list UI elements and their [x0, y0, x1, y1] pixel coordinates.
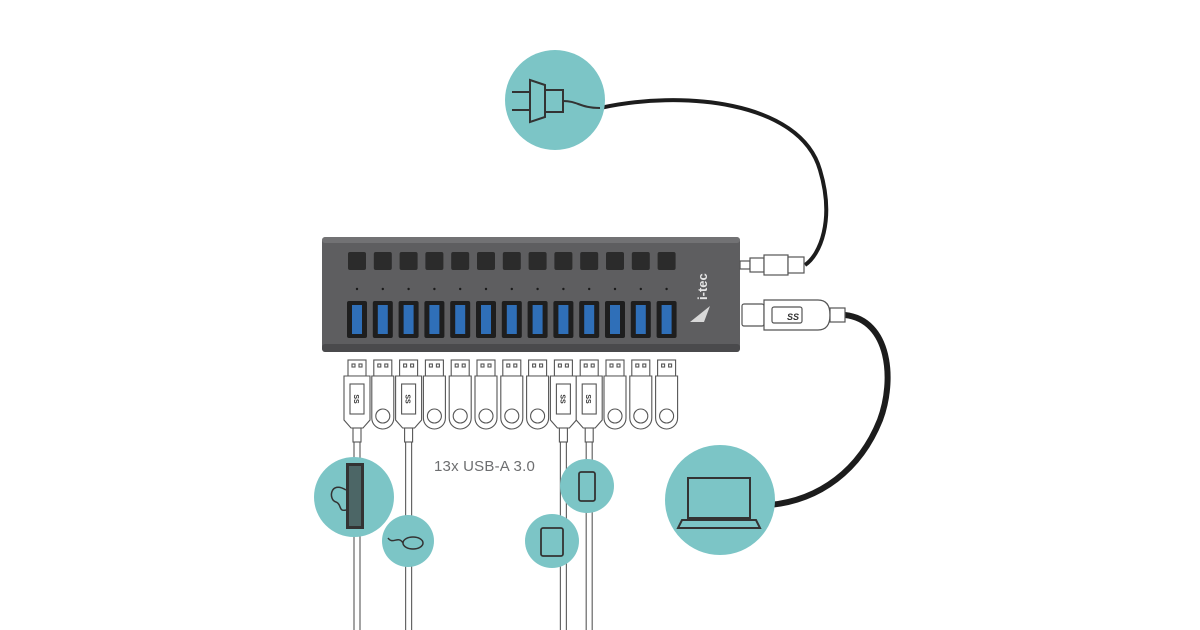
usb-port-tongue [352, 305, 362, 334]
port-led [639, 287, 642, 291]
svg-text:SS: SS [404, 394, 411, 404]
usb-port-tongue [558, 305, 569, 334]
dc-power-plug [739, 254, 805, 276]
usb-port-tongue [532, 305, 543, 334]
port-led [484, 287, 488, 291]
port-power-button[interactable] [348, 252, 366, 270]
port-led [665, 287, 668, 291]
usb-port-tongue [429, 305, 440, 334]
usb-port-tongue [584, 305, 595, 334]
port-power-button[interactable] [657, 252, 676, 270]
i-tec-logo: i-tec [690, 273, 710, 322]
port-led [588, 287, 591, 291]
port-power-button[interactable] [451, 252, 470, 270]
laptop-icon [676, 477, 762, 529]
usb-b-cable [769, 312, 891, 508]
svg-text:SS: SS [787, 312, 799, 322]
port-led [355, 287, 359, 291]
port-led [562, 287, 565, 291]
usb-flash-drive [474, 359, 498, 430]
power-adapter-node [505, 50, 605, 150]
usb-flash-drive [655, 359, 679, 430]
port-power-button[interactable] [425, 252, 444, 270]
mouse-node [382, 515, 434, 567]
usb-a-plug: SS [549, 359, 577, 443]
port-led [407, 287, 410, 291]
port-led [536, 287, 539, 291]
usb-port-tongue [635, 305, 646, 334]
mouse-icon [387, 536, 424, 550]
port-power-button[interactable] [606, 252, 624, 270]
usb-a-plug: SS [395, 359, 423, 443]
usb-port-tongue [610, 305, 620, 334]
usb-flash-drive [422, 359, 446, 430]
usb-port-tongue [481, 305, 491, 334]
port-power-button[interactable] [477, 252, 495, 270]
usb-port-tongue [403, 305, 414, 334]
port-led [613, 287, 617, 291]
port-power-button[interactable] [580, 252, 599, 270]
port-power-button[interactable] [502, 252, 521, 270]
port-led [433, 287, 436, 291]
svg-text:SS: SS [352, 394, 359, 404]
usb-flash-drive [500, 359, 524, 430]
usb-flash-drive [448, 359, 472, 430]
port-led [459, 287, 462, 291]
usb-port-tongue [455, 305, 466, 334]
smartphone-node [560, 459, 614, 513]
port-led [510, 287, 513, 291]
svg-text:SS: SS [558, 394, 565, 404]
port-power-button[interactable] [373, 252, 392, 270]
laptop-node [665, 445, 775, 555]
usb-b-plug: SS [741, 299, 846, 331]
port-power-button[interactable] [528, 252, 547, 270]
svg-text:SS: SS [584, 394, 591, 404]
port-count-caption: 13x USB-A 3.0 [434, 458, 535, 475]
usb-port-tongue [661, 305, 672, 334]
usb-flash-drive [629, 359, 653, 430]
port-power-button[interactable] [399, 252, 418, 270]
tablet-icon [540, 527, 564, 557]
keyboard-icon [330, 463, 364, 529]
keyboard-node [314, 457, 394, 537]
port-led [381, 287, 384, 291]
svg-text:i-tec: i-tec [695, 273, 710, 300]
port-power-button[interactable] [554, 252, 573, 270]
usb-port-tongue [377, 305, 388, 334]
usb-flash-drive [526, 359, 550, 430]
power-adapter-icon [512, 78, 601, 124]
usb-hub: i-tec [322, 237, 740, 352]
usb-flash-drive [371, 359, 395, 430]
usb-a-plug: SS [343, 359, 371, 443]
port-power-button[interactable] [631, 252, 650, 270]
tablet-node [525, 514, 579, 568]
smartphone-icon [578, 471, 596, 502]
usb-flash-drive [603, 359, 627, 430]
usb-a-plug: SS [575, 359, 603, 443]
usb-port-tongue [506, 305, 517, 334]
power-cable [599, 98, 829, 267]
